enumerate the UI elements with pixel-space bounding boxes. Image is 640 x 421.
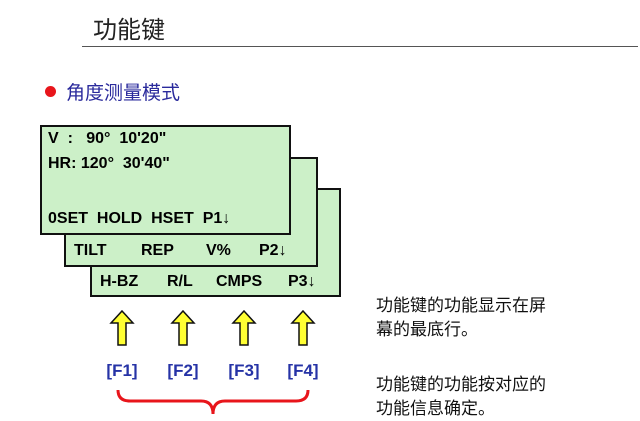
lcd-soft-key: P2↓ bbox=[259, 242, 287, 259]
vertical-angle-readout: V : 90° 10'20" bbox=[48, 130, 167, 147]
title-rule bbox=[82, 46, 638, 47]
function-key-f4: [F4] bbox=[287, 361, 319, 380]
up-arrow-icon bbox=[290, 309, 316, 346]
up-arrow-icon bbox=[231, 309, 257, 346]
lcd-soft-key: TILT bbox=[74, 242, 107, 259]
function-key-f1: [F1] bbox=[106, 361, 138, 380]
lcd-soft-key: P3↓ bbox=[288, 273, 316, 290]
up-arrow-icon bbox=[109, 309, 135, 346]
page-title: 功能键 bbox=[93, 16, 165, 44]
description-2-line-2: 功能信息确定。 bbox=[376, 399, 495, 419]
description-1-line-1: 功能键的功能显示在屏 bbox=[376, 296, 546, 316]
lcd-soft-key: H-BZ bbox=[100, 273, 139, 290]
lcd-soft-key: REP bbox=[141, 242, 174, 259]
bullet-dot-icon bbox=[45, 86, 56, 97]
description-2: 功能键的功能按对应的 功能信息确定。 bbox=[376, 373, 631, 421]
lcd-soft-key: CMPS bbox=[216, 273, 263, 290]
description-1-line-2: 幕的最底行。 bbox=[376, 320, 478, 340]
lcd-soft-key-row: 0SET HOLD HSET P1↓ bbox=[48, 210, 231, 227]
lcd-soft-key: R/L bbox=[167, 273, 193, 290]
description-1: 功能键的功能显示在屏 幕的最底行。 bbox=[376, 294, 631, 342]
function-key-f3: [F3] bbox=[228, 361, 260, 380]
description-2-line-1: 功能键的功能按对应的 bbox=[376, 375, 546, 395]
section-heading: 角度测量模式 bbox=[66, 82, 181, 104]
horizontal-angle-readout: HR: 120° 30'40" bbox=[48, 155, 170, 172]
function-key-f2: [F2] bbox=[167, 361, 199, 380]
curly-brace-icon bbox=[116, 389, 310, 415]
lcd-soft-key: V% bbox=[206, 242, 231, 259]
lcd-panel-page1: V : 90° 10'20" HR: 120° 30'40" 0SET HOLD… bbox=[40, 125, 291, 235]
up-arrow-icon bbox=[170, 309, 196, 346]
